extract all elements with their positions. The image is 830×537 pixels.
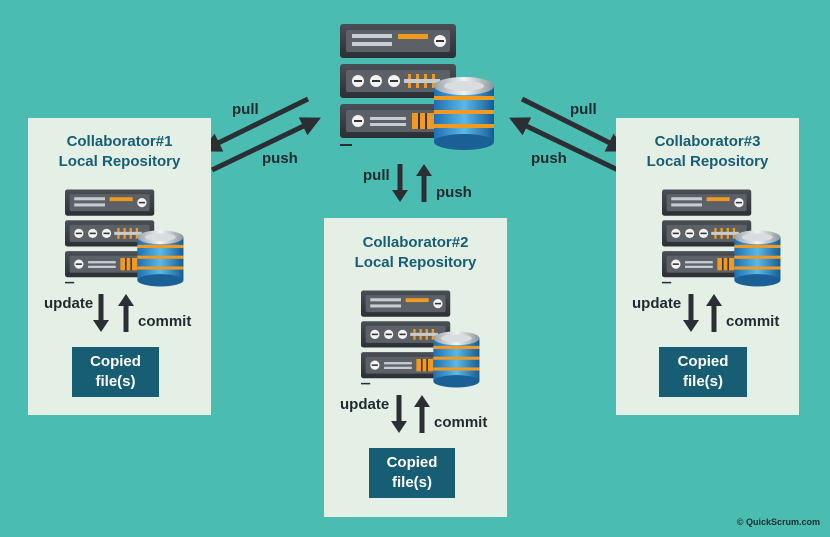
commit-up-arrow-icon — [414, 395, 430, 433]
copied-label: Copied — [90, 353, 141, 370]
copied-files-box: Copied file(s) — [369, 448, 455, 498]
copied-label: Copied — [386, 454, 438, 471]
collaborator-2-title: Collaborator#2 — [362, 234, 469, 251]
local-server-icon — [65, 189, 184, 287]
copied-files-box: Copied file(s) — [659, 347, 747, 397]
push-arrow-left — [210, 117, 322, 173]
pull-arrow-left — [201, 96, 310, 152]
pull-down-arrow-icon — [392, 164, 408, 202]
pull-label-left: pull — [232, 101, 259, 118]
update-label: update — [632, 295, 682, 312]
copied-label: Copied — [677, 353, 729, 370]
files-label: file(s) — [682, 373, 723, 390]
push-label-right: push — [531, 150, 567, 167]
commit-label: commit — [138, 313, 192, 330]
commit-label: commit — [434, 414, 488, 431]
update-label: update — [44, 295, 94, 312]
collaborator-1-panel: Collaborator#1 Local Repository update c… — [28, 118, 211, 415]
push-arrow-right — [508, 117, 620, 173]
copied-files-box: Copied file(s) — [72, 347, 159, 397]
push-label-left: push — [262, 150, 298, 167]
collaborator-3-panel: Collaborator#3 Local Repository update c… — [616, 118, 799, 415]
central-server-icon — [340, 24, 494, 150]
collaborator-3-subtitle: Local Repository — [646, 153, 769, 170]
pull-label-down: pull — [363, 167, 390, 184]
update-down-arrow-icon — [391, 395, 407, 433]
pull-label-right: pull — [570, 101, 597, 118]
update-down-arrow-icon — [683, 294, 699, 332]
push-up-arrow-icon — [416, 164, 432, 202]
collaborator-1-subtitle: Local Repository — [58, 153, 181, 170]
files-label: file(s) — [391, 474, 432, 491]
push-label-up: push — [436, 184, 472, 201]
update-label: update — [340, 396, 390, 413]
files-label: file(s) — [95, 373, 136, 390]
collaborator-2-subtitle: Local Repository — [354, 254, 477, 271]
pull-arrow-right — [520, 96, 627, 152]
local-server-icon — [361, 290, 480, 388]
collaborator-3-title: Collaborator#3 — [654, 133, 761, 150]
commit-up-arrow-icon — [118, 294, 134, 332]
collaborator-2-panel: Collaborator#2 Local Repository update c… — [324, 218, 507, 517]
commit-label: commit — [726, 313, 780, 330]
update-down-arrow-icon — [93, 294, 109, 332]
collaborator-1-title: Collaborator#1 — [66, 133, 173, 150]
commit-up-arrow-icon — [706, 294, 722, 332]
local-server-icon — [662, 189, 781, 287]
copyright-text: © QuickScrum.com — [736, 517, 820, 527]
